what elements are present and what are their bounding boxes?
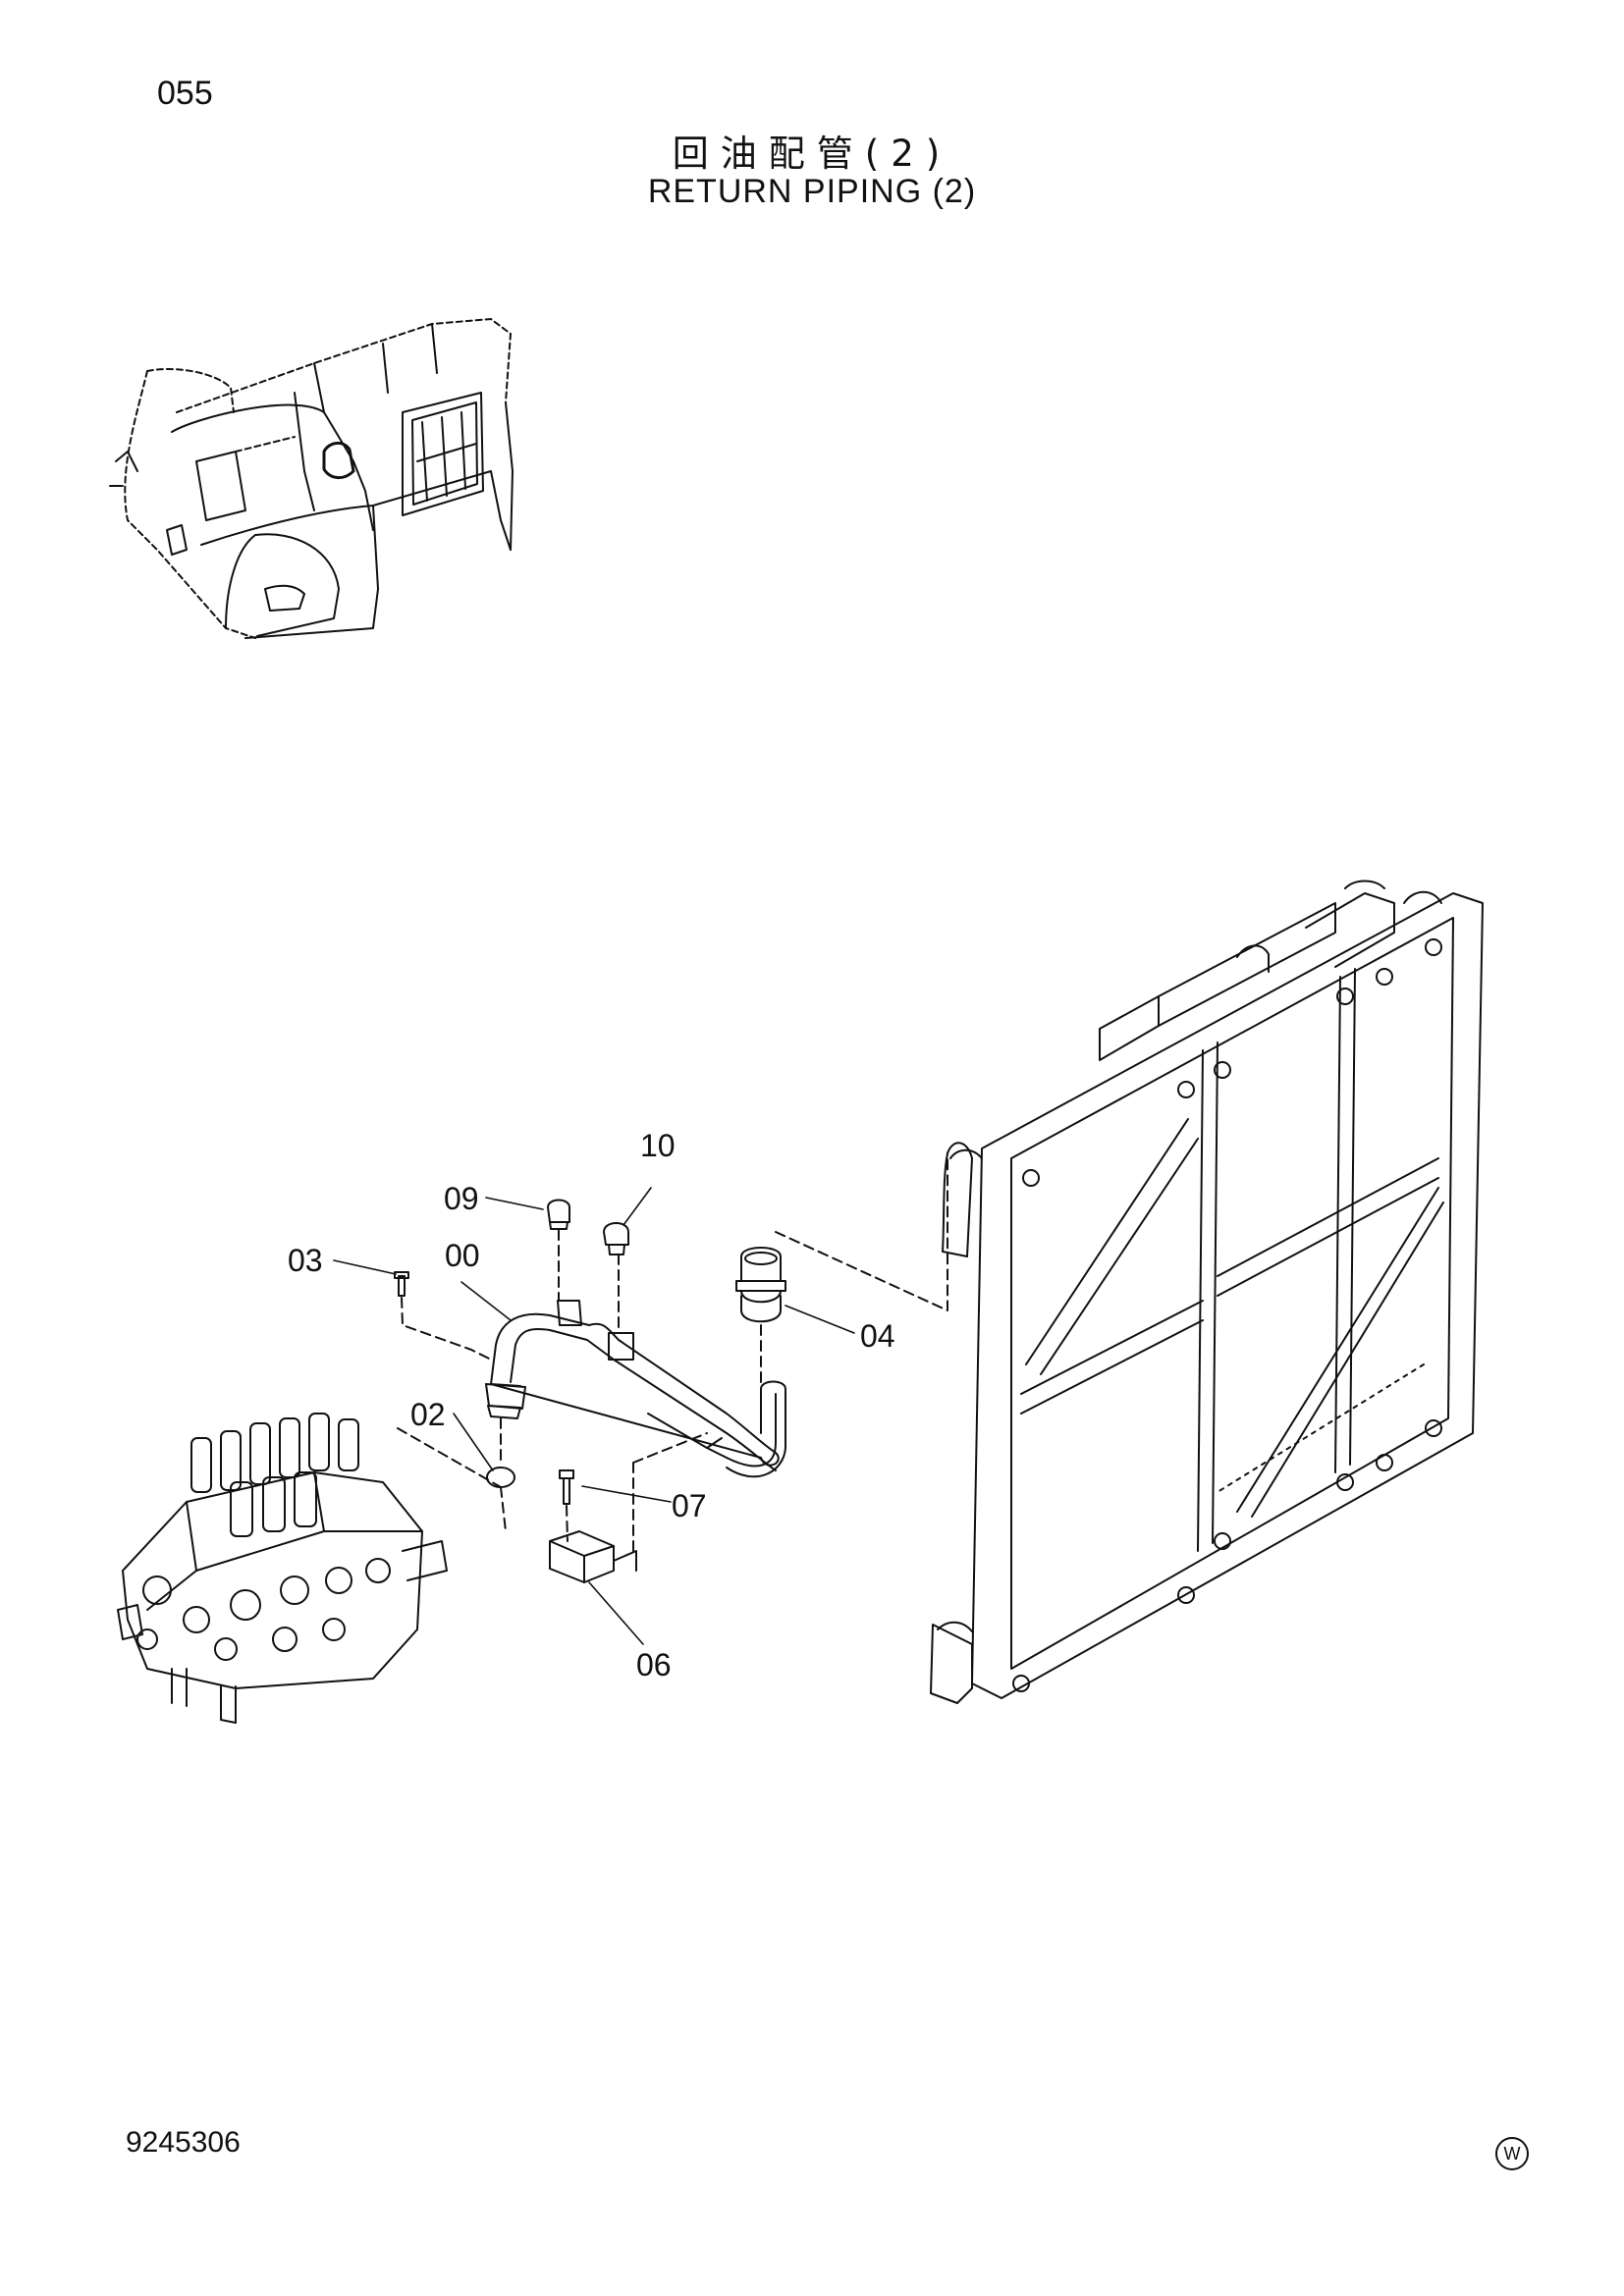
callout-02: 02 — [410, 1397, 446, 1432]
plug-09 — [547, 1199, 570, 1302]
machine-overview — [109, 318, 514, 639]
callout-04: 04 — [860, 1318, 895, 1354]
page-number: 055 — [157, 75, 213, 112]
callout-10: 10 — [640, 1128, 676, 1163]
bolt-07 — [559, 1432, 708, 1542]
return-pipe — [485, 1300, 786, 1478]
callout-06: 06 — [636, 1647, 672, 1682]
title-english: RETURN PIPING (2) — [647, 173, 977, 210]
o-ring-02 — [397, 1417, 515, 1532]
oil-cooler — [930, 880, 1484, 1704]
callout-07: 07 — [672, 1488, 707, 1523]
control-valve — [117, 1413, 448, 1724]
bracket-06 — [549, 1462, 637, 1583]
callout-09: 09 — [444, 1181, 479, 1216]
title-chinese: 回油配管(2) — [672, 133, 952, 175]
callout-00: 00 — [445, 1238, 480, 1273]
clamp-04 — [735, 1152, 948, 1385]
plug-10 — [603, 1222, 629, 1334]
leader-lines — [333, 1187, 855, 1645]
w-mark: W — [1495, 2137, 1529, 2170]
document-code: 9245306 — [126, 2126, 241, 2159]
callout-03: 03 — [288, 1243, 323, 1278]
bolt-03 — [394, 1271, 492, 1361]
